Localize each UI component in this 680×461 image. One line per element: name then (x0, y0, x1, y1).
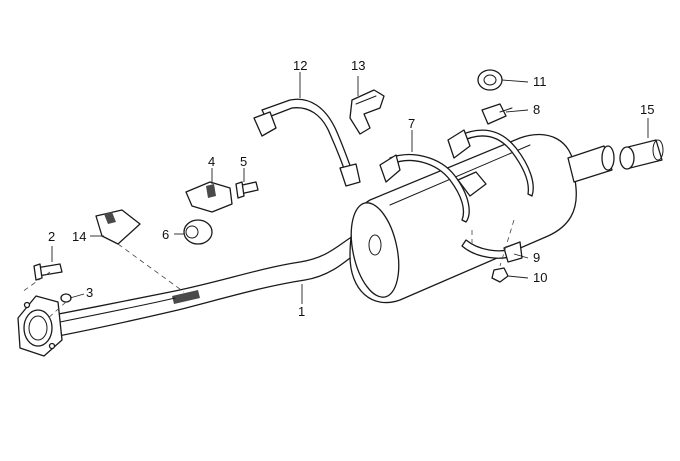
lower-strap (461, 239, 523, 263)
callout-10: 10 (533, 270, 547, 285)
callout-15: 15 (640, 102, 654, 117)
hanger-bracket (349, 89, 385, 135)
washer-3 (60, 293, 72, 303)
callout-1: 1 (298, 304, 305, 319)
callout-5: 5 (240, 154, 247, 169)
callout-4: 4 (208, 154, 215, 169)
rubber-mount (183, 219, 213, 245)
callout-2: 2 (48, 229, 55, 244)
callout-12: 12 (293, 58, 307, 73)
leader-lines (51, 72, 649, 304)
muffler-strap-front (379, 154, 487, 223)
callout-8: 8 (533, 102, 540, 117)
muffler-strap-rear (447, 103, 534, 197)
callout-13: 13 (351, 58, 365, 73)
pipe-bracket (95, 209, 141, 245)
assembly-lines (21, 219, 515, 321)
callouts: 12 13 4 5 6 14 2 3 1 7 8 11 15 9 10 (48, 58, 654, 319)
callout-6: 6 (162, 227, 169, 242)
front-exhaust-pipe (37, 223, 381, 339)
callout-11: 11 (533, 74, 547, 89)
callout-3: 3 (86, 285, 93, 300)
mount-bracket (185, 181, 233, 213)
hanger-strap-upper (253, 98, 361, 187)
callout-7: 7 (408, 116, 415, 131)
tail-pipe-tip (619, 139, 664, 170)
callout-9: 9 (533, 250, 540, 265)
rubber-ring (477, 69, 503, 91)
tail-pipe (567, 145, 615, 183)
bolt-2 (33, 263, 63, 281)
nut (491, 267, 509, 283)
inlet-flange (17, 295, 63, 357)
bolt-5 (235, 181, 259, 199)
callout-14: 14 (72, 229, 86, 244)
